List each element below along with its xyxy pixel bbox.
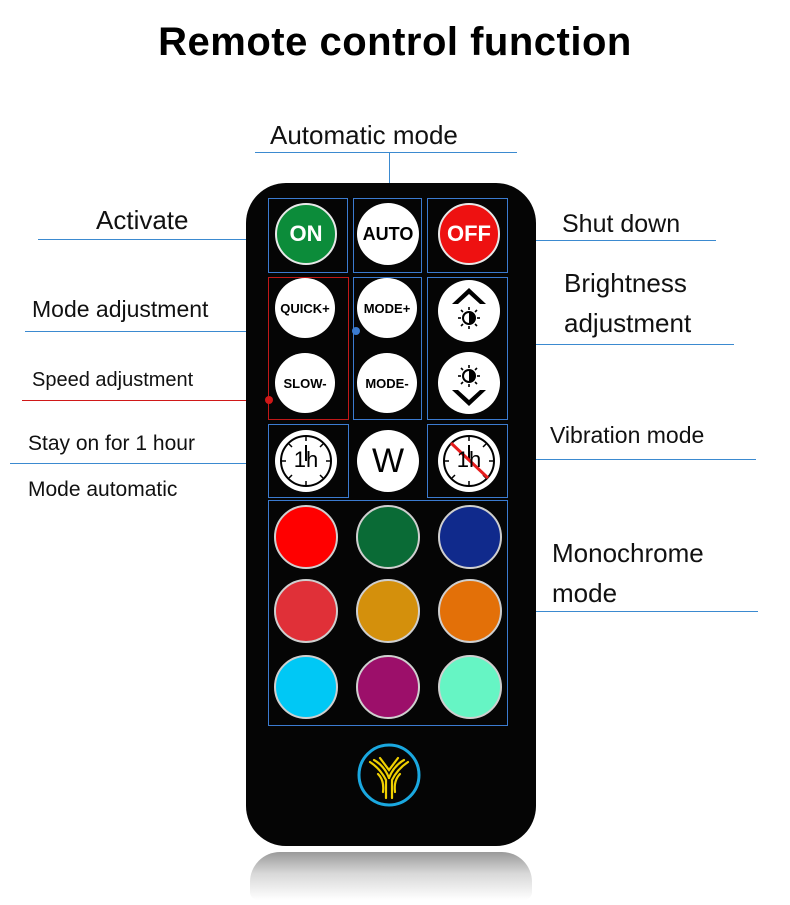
slow-button[interactable]: SLOW- <box>275 353 335 413</box>
label-brightness-1: Brightness <box>564 268 687 298</box>
label-stay-on: Stay on for 1 hour <box>28 432 195 455</box>
label-mode-automatic: Mode automatic <box>28 478 178 501</box>
mode-minus-button[interactable]: MODE- <box>357 353 417 413</box>
color-button-red[interactable] <box>274 505 338 569</box>
line-activate <box>38 239 268 240</box>
box-speed <box>268 277 349 420</box>
label-activate: Activate <box>96 205 189 235</box>
vibration-button[interactable]: 1h <box>438 430 500 492</box>
line-monochrome <box>508 611 758 612</box>
line-brightness <box>508 344 734 345</box>
box-timer <box>268 424 349 498</box>
label-monochrome-2: mode <box>552 578 618 608</box>
line-vibration <box>506 459 756 460</box>
dot-mode <box>352 327 360 335</box>
quick-button[interactable]: QUICK+ <box>275 278 335 338</box>
color-button-amber[interactable] <box>356 579 420 643</box>
box-colors <box>268 500 508 726</box>
dot-speed <box>265 396 273 404</box>
off-button[interactable]: OFF <box>438 203 500 265</box>
label-mode-adjustment: Mode adjustment <box>32 296 209 322</box>
brightness-up-icon <box>452 288 486 329</box>
clock-crossed-icon <box>443 435 495 487</box>
clock-icon <box>280 435 332 487</box>
brightness-down-button[interactable] <box>438 352 500 414</box>
mode-plus-button[interactable]: MODE+ <box>357 278 417 338</box>
color-button-orange[interactable] <box>438 579 502 643</box>
color-button-blue[interactable] <box>438 505 502 569</box>
box-on <box>268 198 348 273</box>
color-button-cyan[interactable] <box>274 655 338 719</box>
vibration-timer-text: 1h <box>456 447 482 472</box>
remote-reflection <box>250 852 532 900</box>
brightness-up-button[interactable] <box>438 280 500 342</box>
page-title: Remote control function <box>158 20 632 64</box>
box-off <box>427 198 508 273</box>
color-button-green[interactable] <box>356 505 420 569</box>
line-stay-on <box>10 463 268 464</box>
box-vibration <box>427 424 508 498</box>
line-automatic-drop <box>389 152 390 198</box>
brightness-down-icon <box>452 365 486 406</box>
on-button[interactable]: ON <box>275 203 337 265</box>
box-brightness <box>427 277 508 420</box>
brand-logo <box>354 740 424 810</box>
line-mode-adjustment <box>25 331 355 332</box>
color-button-light-red[interactable] <box>274 579 338 643</box>
auto-button[interactable]: AUTO <box>357 203 419 265</box>
brand-logo-icon <box>357 743 421 807</box>
color-button-purple[interactable] <box>356 655 420 719</box>
line-speed-adjustment <box>22 400 270 401</box>
label-speed-adjustment: Speed adjustment <box>32 369 194 391</box>
line-shut-down <box>508 240 716 241</box>
label-automatic-mode: Automatic mode <box>270 120 458 150</box>
w-button[interactable]: W <box>357 430 419 492</box>
box-auto <box>353 198 422 273</box>
line-automatic <box>255 152 517 153</box>
label-shut-down: Shut down <box>562 210 681 238</box>
box-mode <box>353 277 422 420</box>
label-brightness-2: adjustment <box>564 308 692 338</box>
timer-button[interactable]: 1h <box>275 430 337 492</box>
timer-text: 1h <box>293 447 319 472</box>
color-button-mint[interactable] <box>438 655 502 719</box>
label-monochrome-1: Monochrome <box>552 538 704 568</box>
label-vibration-mode: Vibration mode <box>550 422 705 448</box>
